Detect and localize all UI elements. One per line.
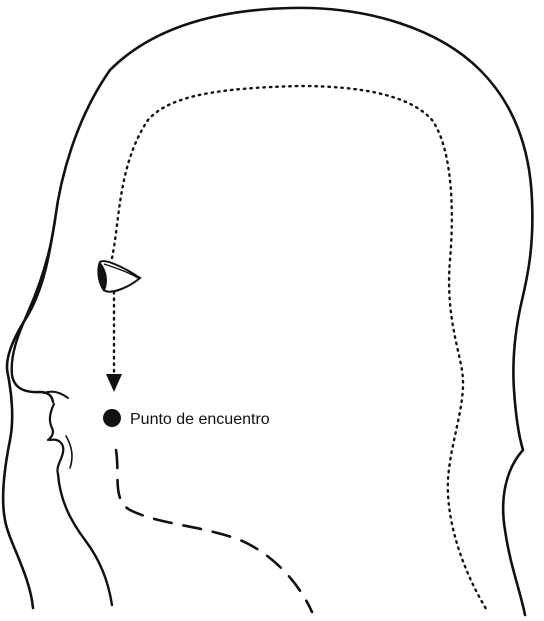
face-profile	[10, 218, 57, 404]
dashed-neck-line	[114, 448, 314, 614]
head-outline	[1, 6, 534, 617]
meeting-point-label: Punto de encuentro	[130, 411, 270, 428]
upper-lip	[46, 402, 56, 442]
arrowhead-icon	[106, 374, 122, 392]
eye-icon	[97, 260, 142, 293]
meeting-point-dot	[103, 409, 121, 427]
inner-dotted-path	[110, 84, 490, 614]
nostril-line	[43, 390, 69, 399]
lower-lip	[48, 438, 65, 476]
mouth-crease	[65, 435, 73, 469]
chin-line	[56, 472, 114, 607]
